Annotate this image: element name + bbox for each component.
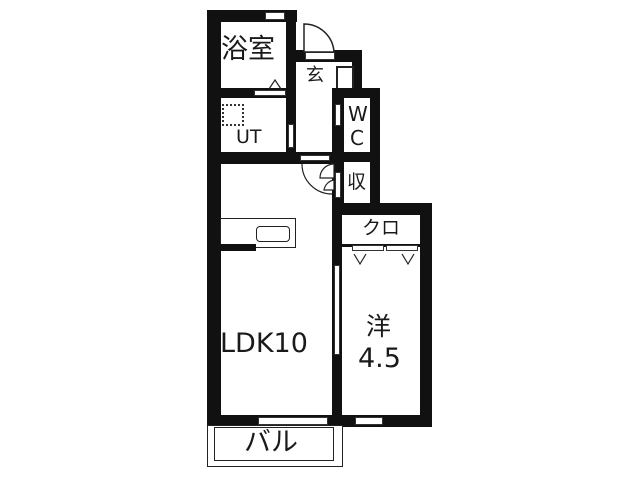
entrance-door-swing-icon	[303, 23, 335, 53]
wall-wc-right	[370, 88, 380, 208]
room-label-western-size: 4.5	[358, 343, 401, 374]
room-label-balcony: バル	[244, 427, 298, 458]
room-label-ldk: LDK10	[220, 328, 308, 359]
wall-entrance-right	[352, 50, 362, 95]
window-ldk	[258, 417, 328, 425]
room-label-wc-c: C	[350, 126, 364, 150]
bath-door-marker-icon	[268, 78, 282, 90]
storage-door-swing-icon	[319, 163, 335, 191]
closet-door-left	[352, 245, 384, 251]
wall-bath-right	[286, 10, 296, 160]
sliding-door-western	[334, 265, 340, 355]
wall-left	[207, 10, 221, 428]
sink-icon	[256, 226, 290, 242]
wall-wc-bottom	[332, 152, 380, 162]
room-label-bath: 浴室	[221, 34, 275, 65]
wall-western-right	[420, 203, 432, 425]
closet-door-markers-icon	[353, 253, 415, 266]
door-ut-slide	[288, 124, 294, 148]
shoe-cabinet	[336, 66, 354, 90]
room-label-western-type: 洋	[366, 312, 392, 341]
closet-door-right	[386, 245, 418, 251]
wall-bath-ut	[207, 88, 293, 98]
wall-western-top	[332, 203, 432, 215]
room-label-closet: クロ	[362, 217, 401, 239]
window-western	[355, 417, 383, 425]
room-label-wc-w: W	[348, 102, 368, 126]
room-label-utility: UT	[236, 126, 262, 148]
kitchen-counter-wall	[220, 244, 256, 251]
ldk-door-swing-icon	[301, 163, 333, 195]
door-wc	[335, 104, 341, 126]
door-bath	[254, 90, 286, 96]
wall-wc-top	[332, 88, 380, 98]
washer-icon	[222, 104, 244, 126]
room-label-entrance: 玄	[306, 65, 324, 86]
door-ldk-top	[300, 155, 330, 161]
window-bath	[265, 12, 285, 20]
storage-door	[335, 172, 341, 198]
balcony-inner	[214, 427, 334, 461]
room-label-storage: 収	[347, 171, 367, 193]
